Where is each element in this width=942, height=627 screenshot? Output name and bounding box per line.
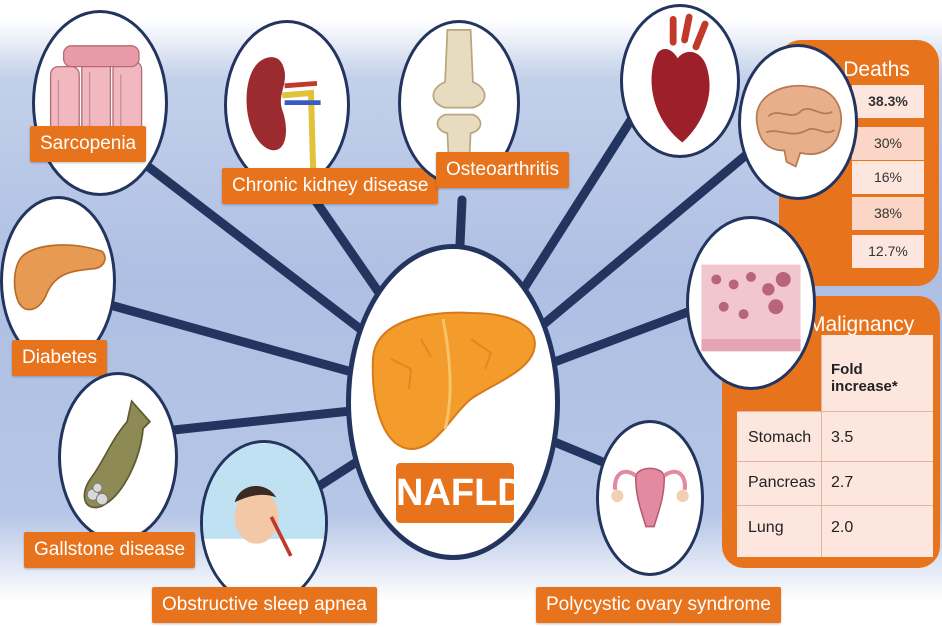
cv-deaths-value: 12.7%	[852, 235, 924, 268]
brain-icon	[738, 44, 858, 200]
cv-deaths-value: 38%	[852, 197, 924, 230]
label-gallstone-disease: Gallstone disease	[24, 532, 195, 568]
label-polycystic-ovary-syndrome: Polycystic ovary syndrome	[536, 587, 781, 623]
malignancy-site: Stomach	[748, 429, 811, 447]
uterus-icon	[596, 420, 704, 576]
nafld-label: NAFLD	[396, 463, 514, 523]
cv-deaths-value: 16%	[852, 161, 924, 194]
malignancy-value: 2.7	[831, 474, 853, 492]
gallbladder-icon	[58, 372, 178, 542]
heart-icon	[620, 4, 740, 158]
malignancy-site: Lung	[748, 519, 784, 537]
malignancy-value: 2.0	[831, 519, 853, 537]
malignancy-title: Malignancy	[808, 313, 914, 337]
row-divider	[737, 411, 933, 412]
sleeping-person-icon	[200, 440, 328, 606]
malignancy-site: Pancreas	[748, 474, 816, 492]
label-osteoarthritis: Osteoarthritis	[436, 152, 569, 188]
label-diabetes: Diabetes	[12, 340, 107, 376]
tissue-cells-icon	[686, 216, 816, 390]
row-divider	[737, 461, 933, 462]
malignancy-value: 3.5	[831, 429, 853, 447]
row-divider	[737, 505, 933, 506]
cv-deaths-value: 30%	[852, 127, 924, 160]
label-sarcopenia: Sarcopenia	[30, 126, 146, 162]
muscle-icon	[32, 10, 168, 196]
kidney-icon	[224, 20, 350, 190]
cv-deaths-value: 38.3%	[852, 85, 924, 118]
label-obstructive-sleep-apnea: Obstructive sleep apnea	[152, 587, 377, 623]
malignancy-header: Fold increase*	[831, 361, 933, 395]
column-divider	[821, 335, 822, 557]
